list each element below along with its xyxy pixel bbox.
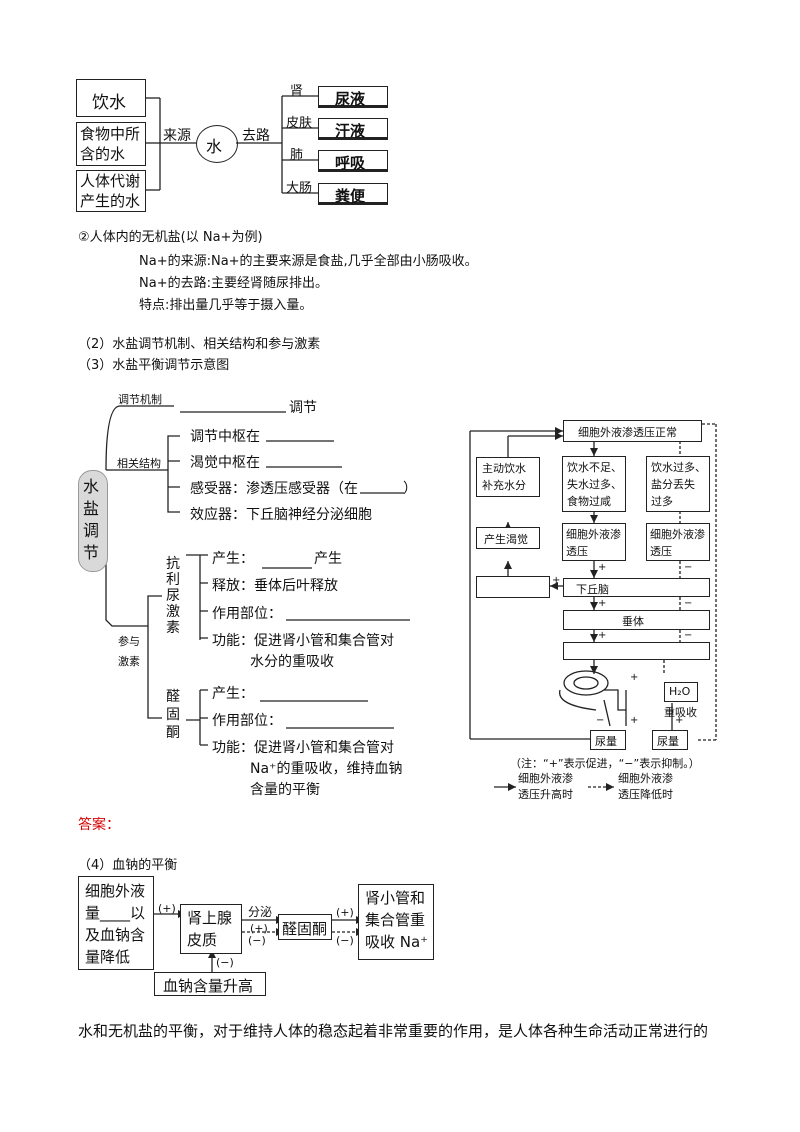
flow-cause-low: 饮水过多、 盐分丢失 过多	[646, 456, 710, 512]
water-center: 水	[206, 137, 223, 156]
flow-osm-high: 细胞外液渗 透压	[562, 523, 626, 561]
organ-kidney: 肾	[290, 84, 304, 99]
source-box-3: 人体代谢 产生的水	[76, 170, 146, 212]
flow-drink: 主动饮水 补充水分	[476, 457, 540, 497]
sign-plus-1: +	[598, 562, 607, 573]
branch-structure: 相关结构	[117, 457, 161, 470]
mindmap-root-label: 水 盐 调 节	[83, 477, 100, 562]
ald-produce: 产生：	[212, 686, 254, 702]
sodium-box-1: 细胞外液 量____以 及血钠含 量降低	[78, 876, 154, 970]
ald-function-2: Na⁺的重吸收，维持血钠	[250, 761, 403, 777]
sign-plus-6: +	[630, 715, 639, 726]
flow-pituitary: 垂体	[563, 610, 710, 630]
sign-minus-1: −	[684, 562, 693, 573]
sodium-box-3: 醛固酮	[278, 914, 332, 940]
branch-hormone: 参与 激素	[118, 635, 140, 668]
mindmap-root	[78, 470, 108, 572]
exit-label: 去路	[242, 128, 270, 144]
flow-osm-low: 细胞外液渗 透压	[646, 523, 710, 561]
structure-receptor: 感受器：渗透压感受器（在	[190, 481, 358, 497]
sodium-plus-3: (+)	[336, 906, 354, 919]
structure-receptor-close: ）	[403, 481, 417, 497]
sodium-box-2: 肾上腺 皮质	[180, 904, 242, 954]
salt-heading: ②人体内的无机盐(以 Na+为例)	[78, 230, 263, 245]
adh-target: 作用部位：	[212, 606, 282, 622]
flow-blank-hormone	[563, 642, 710, 660]
sodium-heading: （4）血钠的平衡	[78, 858, 178, 873]
sodium-box-4: 肾小管和 集合管重 吸收 Na⁺	[358, 884, 434, 960]
flow-thirst: 产生渴觉	[476, 527, 540, 549]
flow-urine-low: 尿量	[590, 730, 626, 750]
source-label: 来源	[163, 128, 191, 144]
flow-reabsorb: 重吸收	[664, 706, 697, 719]
sub-heading-2: （2）水盐调节机制、相关结构和参与激素	[78, 337, 321, 352]
flow-note: （注：“+”表示促进，“−”表示抑制。）	[510, 757, 700, 770]
answer-label: 答案：	[78, 817, 120, 833]
salt-line-source: Na+的来源:Na+的主要来源是食盐,几乎全部由小肠吸收。	[139, 254, 478, 269]
flow-hypothalamus: 下丘脑	[563, 578, 710, 597]
footer-text: 水和无机盐的平衡，对于维持人体的稳态起着非常重要的作用，是人体各种生命活动正常进…	[78, 1022, 709, 1040]
organ-skin: 皮肤	[286, 116, 313, 131]
adh-function-2: 水分的重吸收	[250, 654, 334, 670]
sign-plus-7: +	[675, 715, 684, 726]
ald-target: 作用部位：	[212, 713, 282, 729]
sodium-secrete: 分泌	[248, 905, 273, 919]
exit-box-breath: 呼吸	[318, 150, 388, 172]
mechanism-suffix: 调节	[289, 400, 317, 416]
adh-produce-suffix: 产生	[314, 551, 342, 567]
aldosterone-name: 醛 固 酮	[166, 689, 180, 741]
sodium-plus-1: (+)	[158, 902, 176, 915]
flow-h2o: H₂O	[664, 682, 698, 702]
sodium-minus-3: (−)	[216, 956, 234, 969]
flow-blank-cortex	[476, 576, 550, 598]
structure-effector: 效应器：下丘脑神经分泌细胞	[190, 507, 372, 523]
source-box-2: 食物中所 含的水	[76, 122, 146, 166]
source-box-1: 饮水	[76, 79, 146, 117]
sodium-box-5: 血钠含量升高	[154, 972, 266, 996]
sodium-minus-2: (−)	[336, 934, 354, 947]
sign-plus-5: +	[630, 672, 639, 683]
exit-box-urine: 尿液	[318, 86, 388, 108]
adh-produce: 产生：	[212, 551, 254, 567]
flow-cause-high: 饮水不足、 失水过多、 食物过咸	[562, 456, 626, 512]
sign-minus-4: −	[596, 715, 605, 726]
sign-plus-4: +	[598, 630, 607, 641]
adh-release: 释放：垂体后叶释放	[212, 578, 338, 594]
salt-line-feature: 特点:排出量几乎等于摄入量。	[139, 298, 313, 313]
organ-intestine: 大肠	[286, 181, 313, 196]
sign-minus-3: −	[684, 630, 693, 641]
ald-function-3: 含量的平衡	[250, 782, 320, 798]
sodium-minus-1: (−)	[248, 934, 266, 947]
legend-dashed: 细胞外液渗 透压降低时	[618, 772, 673, 801]
adh-name: 抗 利 尿 激 素	[166, 556, 180, 636]
ald-function: 功能：促进肾小管和集合管对	[212, 740, 394, 756]
sub-heading-3: （3）水盐平衡调节示意图	[78, 358, 230, 373]
sodium-plus-2: (+)	[250, 922, 268, 935]
salt-line-exit: Na+的去路:主要经肾随尿排出。	[139, 276, 328, 291]
flow-top: 细胞外液渗透压正常	[563, 420, 702, 442]
structure-thirst: 渴觉中枢在	[190, 455, 260, 471]
exit-box-feces: 粪便	[318, 183, 388, 205]
water-circle	[196, 125, 238, 163]
sign-plus-3: +	[598, 598, 607, 609]
adh-function: 功能：促进肾小管和集合管对	[212, 633, 394, 649]
sign-minus-2: −	[684, 598, 693, 609]
exit-box-sweat: 汗液	[318, 118, 388, 140]
legend-solid: 细胞外液渗 透压升高时	[518, 772, 573, 801]
organ-lung: 肺	[290, 148, 304, 163]
structure-center: 调节中枢在	[190, 429, 260, 445]
branch-mechanism: 调节机制	[118, 393, 162, 406]
sign-plus-2: +	[552, 575, 561, 586]
flow-urine-high: 尿量	[652, 730, 688, 750]
